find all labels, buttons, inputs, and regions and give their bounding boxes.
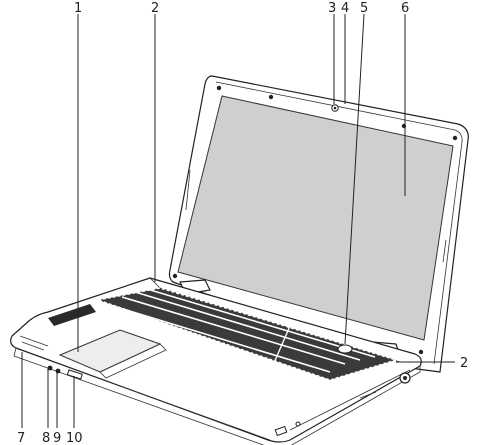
display-lid xyxy=(168,75,469,373)
left-keys xyxy=(48,304,96,326)
lcd-screen xyxy=(177,95,454,341)
callout-2-right: 2 xyxy=(460,356,468,371)
callout-5: 5 xyxy=(360,1,368,16)
callout-2: 2 xyxy=(151,1,159,16)
laptop-base xyxy=(10,277,422,445)
callout-labels: 1 2 3 4 5 6 2 7 8 9 10 xyxy=(17,1,468,445)
touchpad-buttons xyxy=(99,343,167,379)
leader-lines xyxy=(21,13,455,428)
keyboard xyxy=(95,287,399,381)
callout-8: 8 xyxy=(42,431,50,445)
callout-4: 4 xyxy=(341,1,349,16)
callout-10: 10 xyxy=(66,431,83,445)
callout-3: 3 xyxy=(328,1,336,16)
callout-1: 1 xyxy=(74,1,82,16)
callout-6: 6 xyxy=(401,1,409,16)
callout-7: 7 xyxy=(17,431,25,445)
power-button xyxy=(337,344,353,354)
callout-9: 9 xyxy=(53,431,61,445)
